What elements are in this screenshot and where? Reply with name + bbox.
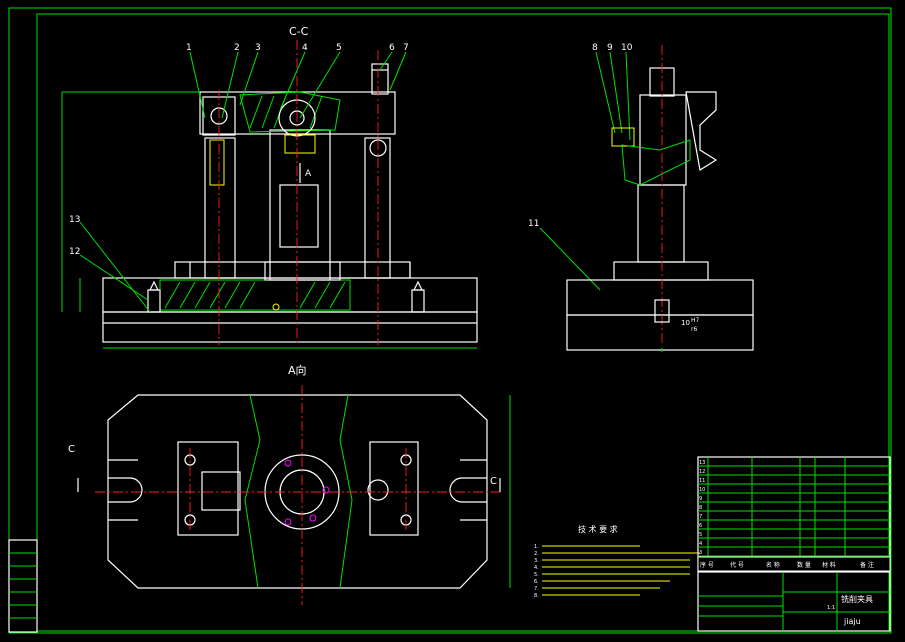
- balloon-9: 9: [607, 43, 613, 53]
- side-clamp: [611, 127, 635, 147]
- balloon-13: 13: [69, 215, 80, 225]
- side-view: 10 H7 r6: [566, 45, 754, 352]
- tech-item-7: 7.: [534, 586, 539, 592]
- bom-row-9: 9: [699, 496, 702, 502]
- view-a: A向 C C: [68, 363, 511, 605]
- bom-col-remark: 备 注: [860, 561, 874, 569]
- bom-row-8: 8: [699, 505, 702, 511]
- balloon-5: 5: [336, 43, 342, 53]
- inner-frame: [36, 13, 890, 632]
- balloon-7: 7: [403, 43, 409, 53]
- bom-row-5: 5: [699, 532, 702, 538]
- tech-item-1: 1.: [534, 544, 539, 550]
- tech-item-5: 5.: [534, 572, 539, 578]
- cut-mark-left: C: [68, 444, 75, 455]
- drawer-signature: jiaju: [843, 617, 861, 626]
- fit-size: 10: [681, 319, 690, 327]
- bom-row-11: 11: [699, 478, 705, 484]
- left-revision-block: [8, 539, 38, 633]
- plate-outline: [107, 394, 488, 589]
- bom-col-name: 名 称: [766, 561, 780, 569]
- bom-row-12: 12: [699, 469, 705, 475]
- balloon-10: 10: [621, 43, 633, 53]
- balloon-6: 6: [389, 43, 395, 53]
- bom-table: 13 12 11 10 9 8 7 6 5 4 3 2 1 序 号: [697, 456, 891, 572]
- balloon-leaders: [79, 51, 631, 313]
- balloon-4: 4: [302, 43, 308, 53]
- base-hatch: [159, 279, 351, 311]
- balloon-2: 2: [234, 43, 240, 53]
- clamp-block: [284, 134, 316, 154]
- direction-arrow-label: A: [305, 169, 312, 179]
- balloon-labels: 1 2 3 4 5 6 7 8 9 10 11 12 13: [69, 43, 633, 257]
- section-title: C-C: [289, 25, 309, 38]
- fit-lower: r6: [691, 326, 697, 333]
- clamp-beam: [199, 91, 396, 135]
- bom-row-13: 13: [699, 460, 705, 466]
- section-view-cc: C-C: [61, 25, 478, 349]
- balloon-8: 8: [592, 43, 598, 53]
- balloon-11: 11: [528, 219, 539, 229]
- cut-mark-right: C: [490, 476, 497, 487]
- bom-row-10: 10: [699, 487, 705, 493]
- tech-title: 技 术 要 求: [578, 524, 618, 534]
- tech-item-6: 6.: [534, 579, 539, 585]
- scale: 1:1: [827, 605, 835, 611]
- bom-row-7: 7: [699, 514, 702, 520]
- base-lower: [102, 311, 478, 343]
- left-slot: [108, 477, 143, 503]
- bom-col-no: 序 号: [700, 561, 714, 569]
- tech-item-3: 3.: [534, 558, 539, 564]
- base-plate: [102, 277, 478, 313]
- side-column: [639, 94, 687, 186]
- title-block: 铣削夹具 jiaju 1:1: [697, 571, 891, 632]
- right-column: [364, 137, 391, 279]
- bom-header: 序 号 代 号 名 称 数 量 材 料 备 注: [697, 556, 891, 572]
- balloon-3: 3: [255, 43, 261, 53]
- fit-upper: H7: [691, 317, 700, 324]
- tech-item-2: 2.: [534, 551, 539, 557]
- balloon-12: 12: [69, 247, 80, 257]
- bom-col-material: 材 料: [822, 561, 836, 569]
- balloon-1: 1: [186, 43, 192, 53]
- drawing-name: 铣削夹具: [841, 594, 873, 604]
- tech-item-8: 8.: [534, 593, 539, 599]
- top-bolt: [371, 63, 389, 95]
- bom-col-qty: 数 量: [797, 561, 811, 569]
- right-block: [369, 441, 419, 536]
- outer-frame: [8, 7, 892, 634]
- tech-item-4: 4.: [534, 565, 539, 571]
- bom-col-code: 代 号: [730, 561, 744, 569]
- right-slot: [449, 477, 487, 503]
- bom-row-4: 4: [699, 541, 702, 547]
- left-block: [177, 441, 239, 536]
- bom-row-6: 6: [699, 523, 702, 529]
- direction-title: A向: [288, 363, 307, 377]
- technical-requirements: 技 术 要 求 1. 2. 3. 4. 5. 6. 7. 8.: [534, 524, 700, 599]
- bom-row-3: 3: [699, 550, 702, 556]
